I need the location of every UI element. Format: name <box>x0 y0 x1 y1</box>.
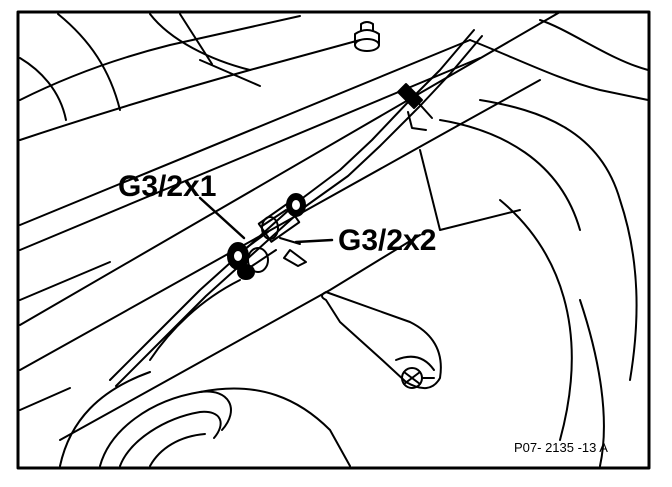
cutout-slot <box>321 291 442 389</box>
hoses <box>19 371 351 467</box>
connector-label-g3-2x2: G3/2x2 <box>338 224 437 257</box>
bolt <box>401 367 435 389</box>
figure-reference: P07- 2135 -13 A <box>514 440 608 455</box>
connector-label-g3-2x1: G3/2x1 <box>118 170 217 203</box>
cable-clip <box>397 83 433 131</box>
wire-harness <box>109 29 483 387</box>
frame-border <box>16 10 651 470</box>
connector-assembly <box>227 193 307 280</box>
stud <box>354 21 380 52</box>
leader-lines <box>198 196 334 244</box>
body-contours <box>19 13 361 141</box>
diagonal-beam <box>19 11 561 441</box>
right-panels <box>419 19 649 467</box>
